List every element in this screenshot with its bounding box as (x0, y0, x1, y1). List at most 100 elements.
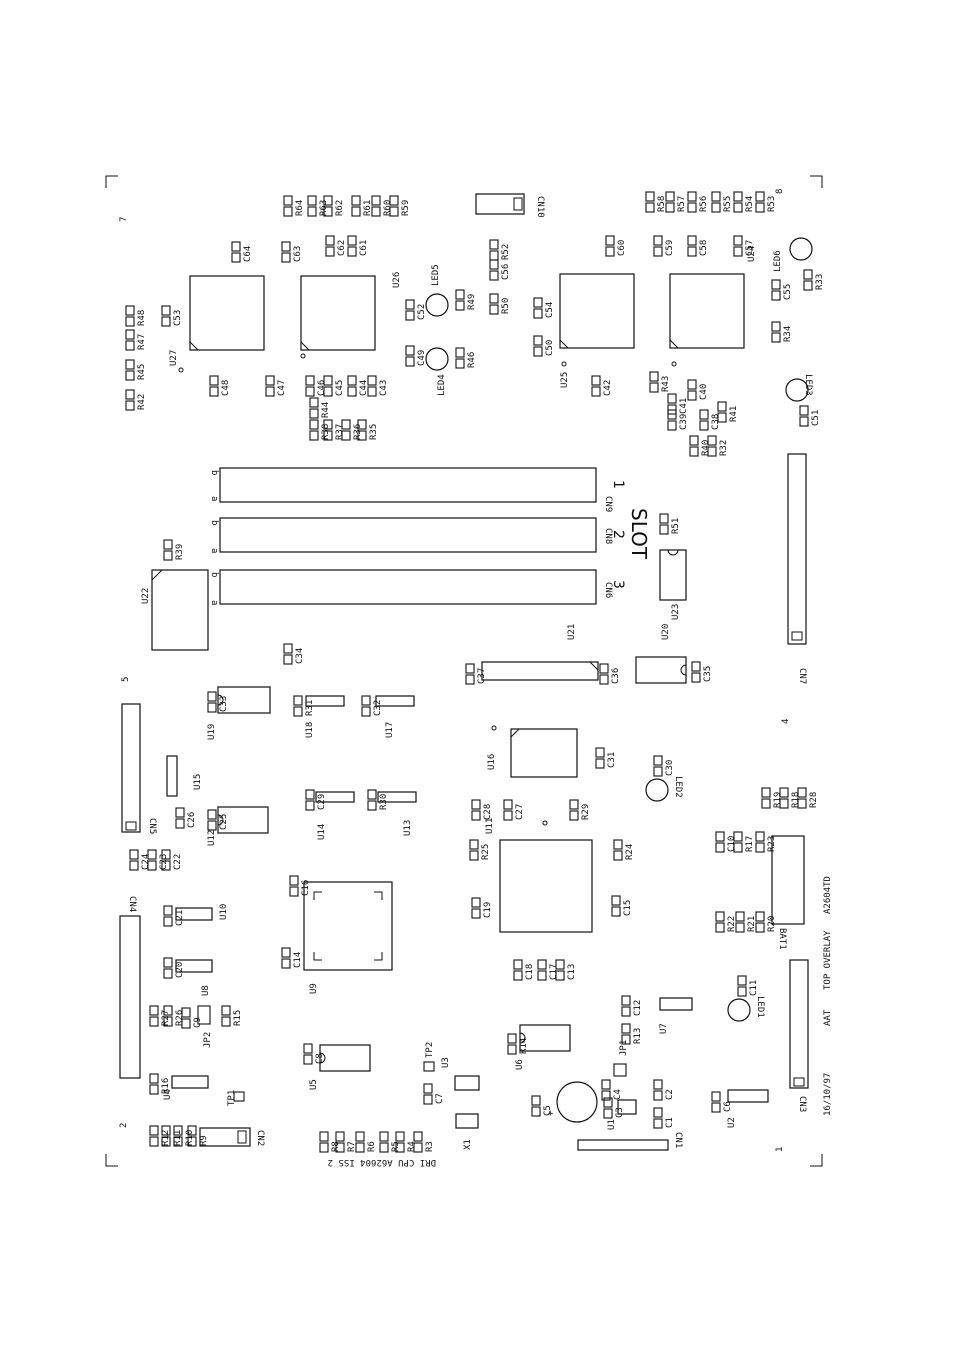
led-label-led6: LED6 (773, 250, 783, 272)
passive-r31: R31 (293, 695, 315, 717)
pad-label: R35 (369, 424, 379, 440)
ic-u17-body (375, 695, 415, 707)
ic-u21-body (481, 661, 599, 681)
led-label-led1: LED1 (755, 996, 765, 1018)
passive-r26: R26 (163, 1005, 185, 1027)
passive-c8: C8 (303, 1043, 325, 1065)
ic-label-u4: U4 (163, 1089, 173, 1100)
pad-label: R7 (347, 1141, 357, 1152)
ic-u1-body (617, 1099, 637, 1115)
ic-label-u19: U19 (207, 724, 217, 740)
battery-bat1-body (771, 835, 805, 925)
connector-label-cn5: CN5 (147, 818, 157, 834)
passive-c59: C59 (653, 235, 675, 257)
passive-c26: C26 (175, 807, 197, 829)
capacitor-c2-body (556, 1081, 598, 1123)
passive-c50: C50 (533, 335, 555, 357)
pad-label: R47 (137, 334, 147, 350)
pad-label: C52 (417, 304, 427, 320)
pad-label: C56 (501, 264, 511, 280)
pad-label: R42 (137, 394, 147, 410)
pad-label: R59 (401, 200, 411, 216)
ic-u19-body (217, 686, 271, 714)
pad-label: C40 (699, 384, 709, 400)
pad-label: R32 (719, 440, 729, 456)
slot-number-1: 1 (610, 480, 626, 489)
passive-r24: R24 (613, 839, 635, 861)
passive-c24: C24 (129, 849, 151, 871)
ic-label-u24: U24 (747, 246, 757, 262)
crystal-label-x1: X1 (463, 1139, 473, 1150)
pad-label: C48 (221, 380, 231, 396)
passive-r37: R37 (323, 419, 345, 441)
pad-label: R28 (809, 792, 819, 808)
passive-r46: R46 (455, 347, 477, 369)
passive-r25: R25 (469, 839, 491, 861)
connector-cn5-body (121, 703, 141, 833)
ic-u20-body (635, 656, 687, 684)
pad-label: C33 (219, 696, 229, 712)
slot-2-connector (219, 517, 597, 553)
passive-r7: R7 (335, 1131, 357, 1153)
connector-cn7-body (787, 453, 807, 645)
ic-u25-body (559, 273, 635, 349)
connector-label-cn3: CN3 (797, 1096, 807, 1112)
passive-c7: C7 (423, 1083, 445, 1105)
slot-pin-label: b (209, 520, 219, 525)
pad-label: R22 (727, 916, 737, 932)
pad-label: C61 (359, 240, 369, 256)
pad-label: C15 (623, 900, 633, 916)
pad-label: C43 (379, 380, 389, 396)
passive-r55: R55 (711, 191, 733, 213)
pad-label: R56 (699, 196, 709, 212)
passive-r29: R29 (569, 799, 591, 821)
led4-body (425, 347, 449, 371)
pad-label: R4 (407, 1141, 417, 1152)
ic-label-u14: U14 (317, 824, 327, 840)
ic-u3-body (454, 1075, 480, 1091)
pad-label: R33 (815, 274, 825, 290)
passive-r50: R50 (489, 293, 511, 315)
pad-label: R39 (175, 544, 185, 560)
pad-label: C44 (359, 380, 369, 396)
ic-label-u11: U11 (485, 818, 495, 834)
led2-body (645, 778, 669, 802)
crop-marks (105, 175, 823, 1167)
pad-label: C12 (633, 1000, 643, 1016)
passive-c61: C61 (347, 235, 369, 257)
pad-label: C4 (613, 1089, 623, 1100)
connector-cn1-body (577, 1139, 669, 1151)
jumper-label-jp2: JP2 (203, 1032, 213, 1048)
connector-label-cn1: CN1 (673, 1132, 683, 1148)
pad-label: R44 (321, 402, 331, 418)
led1-body (727, 998, 751, 1022)
ic-label-u26: U26 (392, 272, 402, 288)
pad-label: C30 (665, 760, 675, 776)
passive-c14: C14 (281, 947, 303, 969)
ic-u6-body (519, 1024, 571, 1052)
title-block: 16/10/97 AAT TOP OVERLAY A2604TD DRI CPU… (328, 876, 833, 1167)
passive-c37: C37 (465, 663, 487, 685)
ic-u2-body (727, 1089, 769, 1103)
passive-c2: C2 (653, 1079, 675, 1101)
ic-label-u17: U17 (385, 722, 395, 738)
pad-label: R61 (363, 200, 373, 216)
pad-label: C54 (545, 302, 555, 318)
testpoint-label-tp2: TP2 (425, 1042, 435, 1058)
passive-c41: C41 (667, 393, 689, 415)
pad-label: R49 (467, 294, 477, 310)
ic-u24-body (669, 273, 745, 349)
pad-label: C6 (723, 1101, 733, 1112)
ic-u27-body (189, 275, 265, 351)
pad-label: R34 (783, 326, 793, 342)
pad-label: C16 (301, 880, 311, 896)
pad-label: R9 (199, 1135, 209, 1146)
passive-c43: C43 (367, 375, 389, 397)
passive-r47: R47 (125, 329, 147, 351)
ic-u26-body (300, 275, 376, 351)
ic-label-u12: U12 (207, 830, 217, 846)
pad-label: R45 (137, 364, 147, 380)
pad-label: C9 (193, 1017, 203, 1028)
passive-c11: C11 (737, 975, 759, 997)
pad-label: R19 (773, 792, 783, 808)
